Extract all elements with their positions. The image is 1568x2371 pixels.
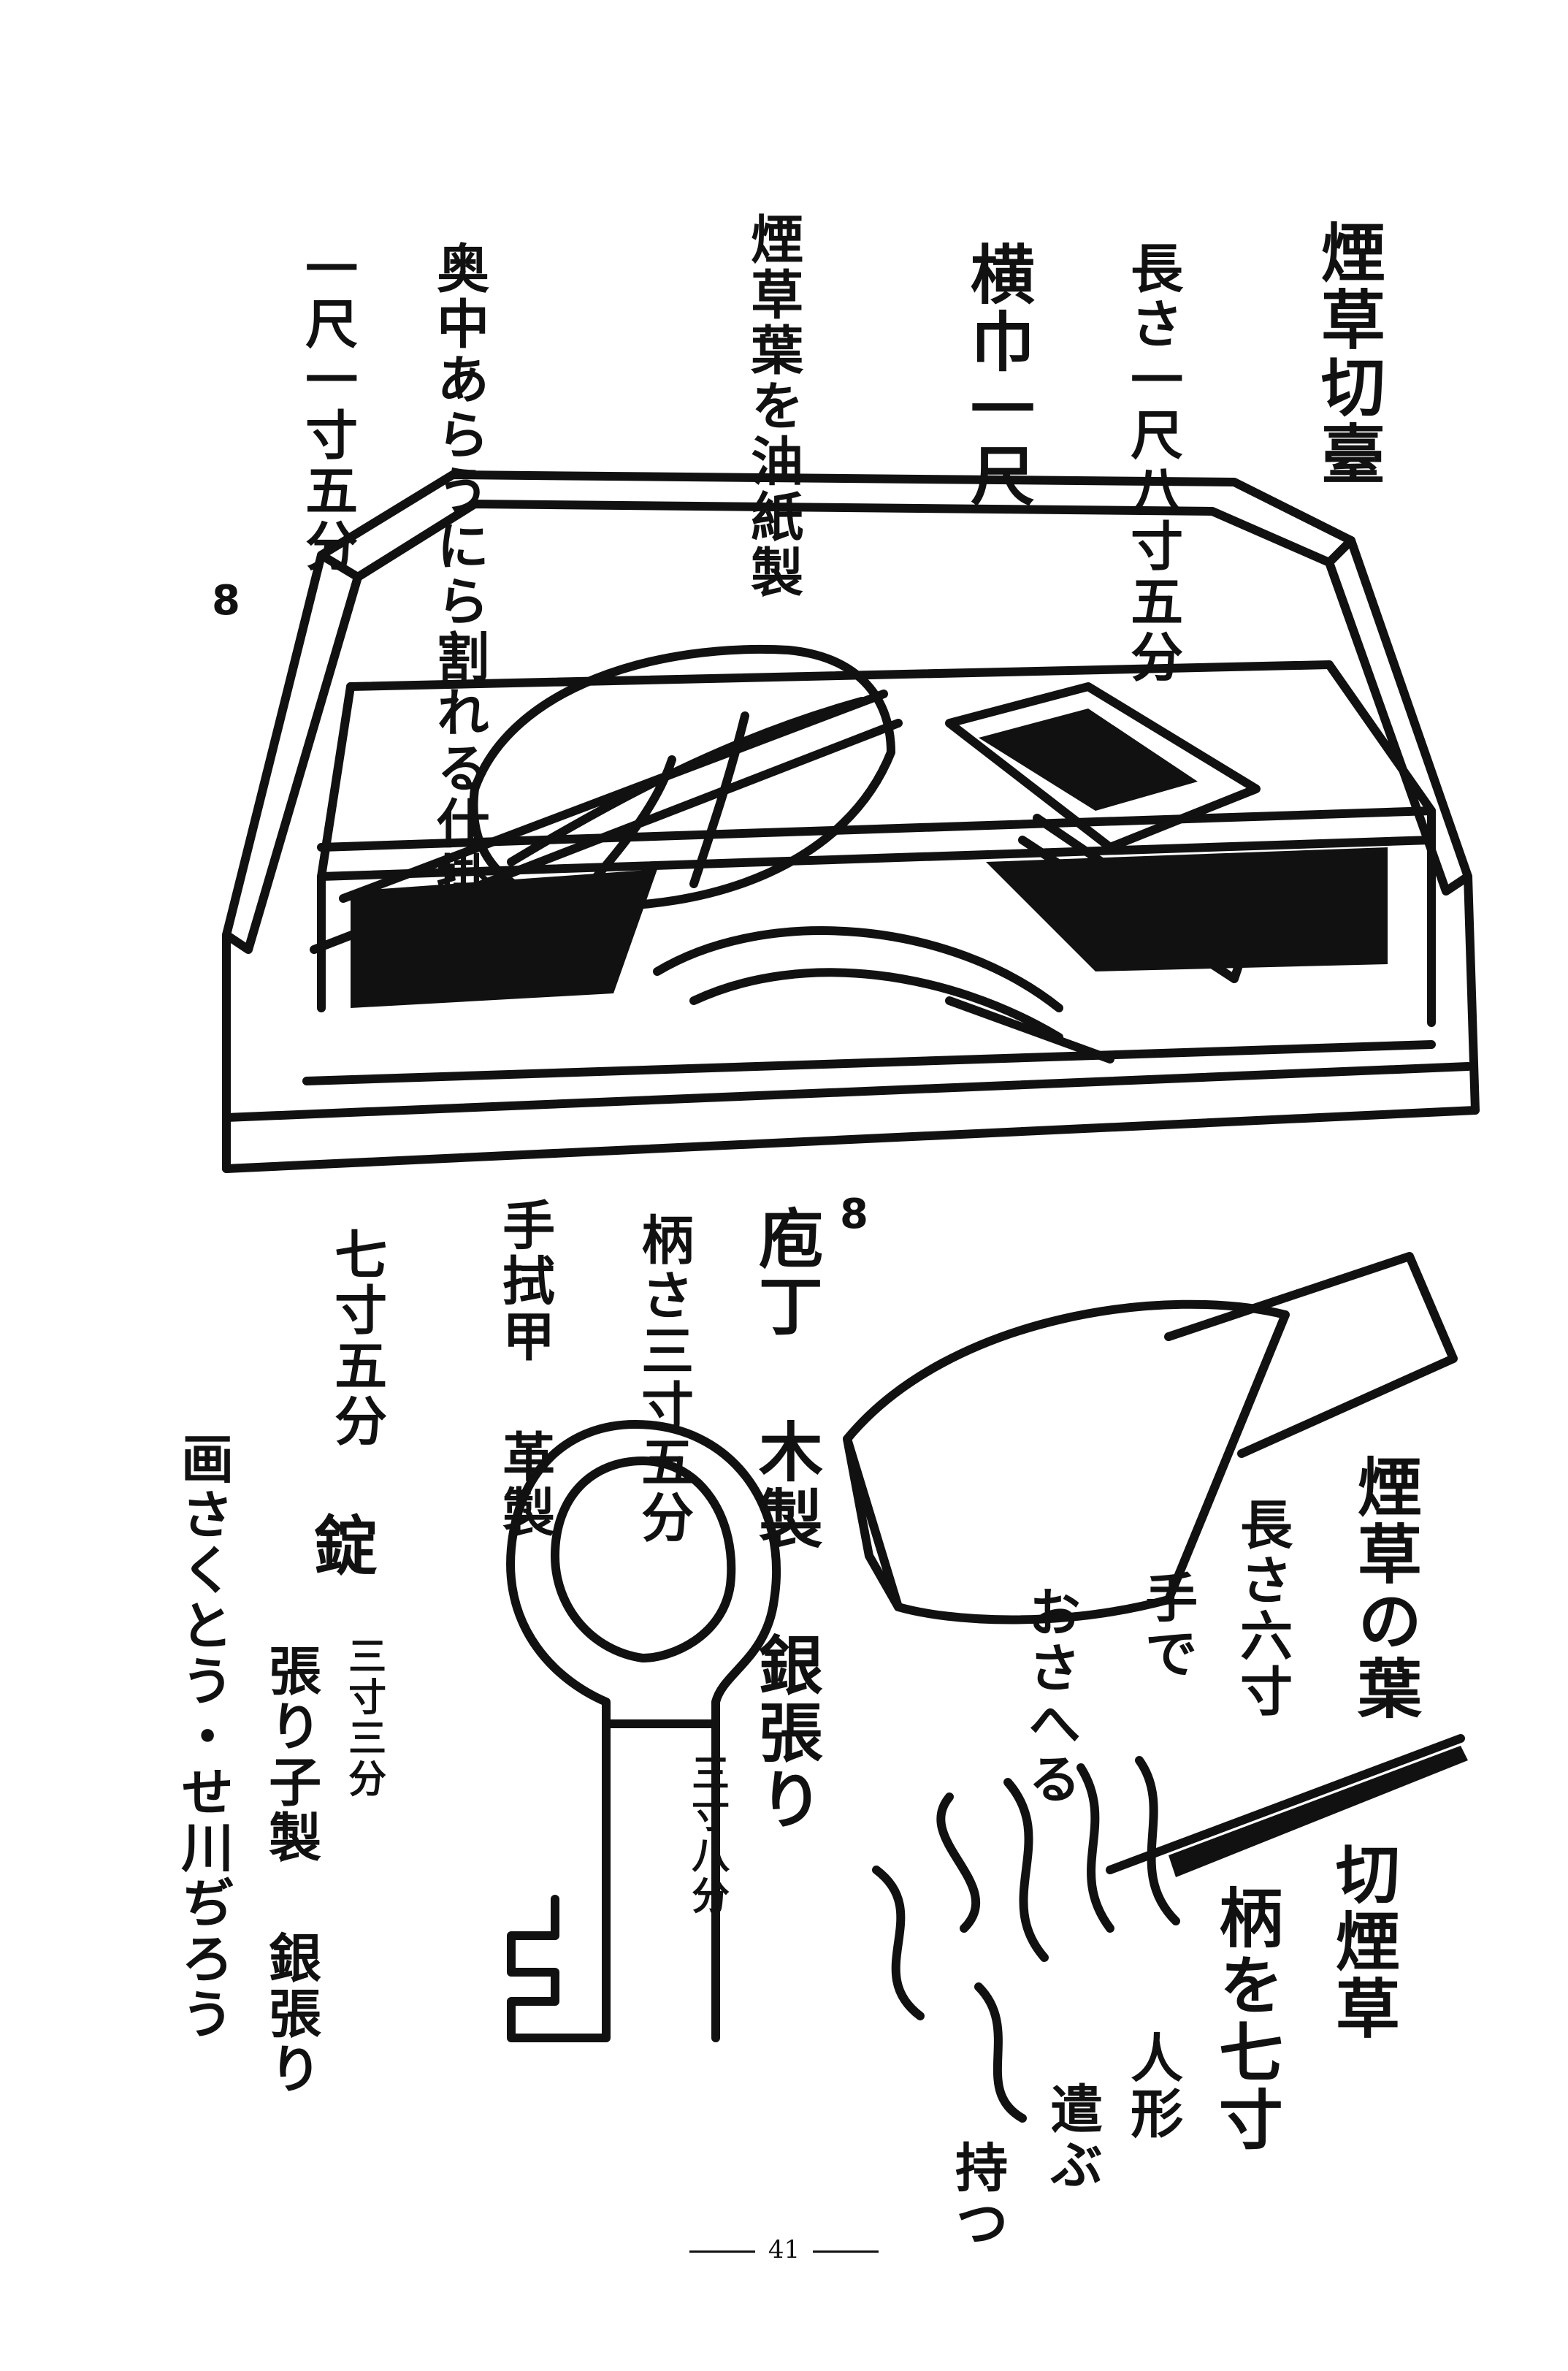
leaf-hand-note: 手で — [1136, 1570, 1198, 1681]
pipe-dark — [1169, 1746, 1468, 1877]
shredded-handle-note: 柄を七寸 — [1208, 1885, 1285, 2153]
tray-broom — [653, 926, 1114, 1064]
tray-right-panel — [1325, 660, 1436, 1027]
key-ring-inner — [551, 1456, 736, 1662]
leaf-title: 煙草の葉 — [1347, 1454, 1423, 1722]
shredded-note-use: 遣ぶ — [1041, 2082, 1104, 2193]
tray-title: 煙草切臺 — [1310, 219, 1387, 488]
leaf-drawing-cut — [843, 1435, 903, 1611]
knife-name: 庖丁 木製 銀張り — [748, 1205, 825, 1833]
sheath-note: 手拭甲 革製 — [493, 1198, 556, 1540]
knife-mark: 8 — [840, 1191, 868, 1238]
shredded-title: 切煙草 — [1325, 1841, 1401, 2042]
key-size: 三寸三分 — [341, 1636, 386, 1800]
leaf-drawing — [843, 1299, 1290, 1624]
tray-length-note: 長さ一尺八寸五分 — [1121, 241, 1184, 685]
tray-shadow-2 — [986, 847, 1388, 971]
tray-left-post — [222, 551, 362, 954]
knife-handle-note: 柄さ三寸五分 — [632, 1213, 695, 1546]
page-number-value: 41 — [768, 2235, 800, 2264]
shredded-tobacco — [872, 1756, 1180, 2123]
tray-leaf-vein-3 — [689, 711, 749, 888]
key-shaft — [507, 1719, 720, 2042]
shredded-pipe — [1106, 1734, 1465, 1874]
tray-cutter-blade — [945, 682, 1261, 852]
tray-stick-1 — [339, 690, 888, 903]
tray-base-front — [222, 1062, 1472, 1122]
shredded-note-doll: 人形 — [1121, 2031, 1184, 2142]
key-name: 錠 — [302, 1512, 379, 1579]
cutter-dark-band — [979, 709, 1198, 811]
leaf-press-note: おさへる — [1019, 1585, 1082, 1807]
tray-board-top — [346, 660, 1334, 691]
tray-inner-floor — [302, 1040, 1436, 1085]
page-number: 41 — [0, 2235, 1568, 2264]
leaf-length-note: 長さ六寸 — [1231, 1497, 1293, 1719]
tray-inner-note: 奥中あらうにら割れる仕掛 — [427, 241, 490, 907]
tray-shadow — [351, 869, 657, 1008]
page-number-rule-left — [689, 2250, 755, 2253]
knife-blade-length: 三寸八分 — [684, 1753, 730, 1917]
sheath-length-note: 七寸五分 — [325, 1227, 388, 1449]
tray-width-note: 横巾一尺 — [960, 241, 1036, 510]
tray-right-post — [1325, 536, 1472, 896]
key-material: 張り子製 銀張り — [259, 1643, 322, 2097]
tray-right-leg — [1464, 872, 1480, 1115]
shredded-note-hold: 持つ — [946, 2140, 1009, 2251]
tray-back-rim — [317, 470, 1355, 560]
leaf-drawing-stem — [1164, 1252, 1458, 1458]
tray-mark: 8 — [212, 577, 240, 625]
tray-height-note: 一尺一寸五分 — [296, 241, 359, 574]
tray-left-panel — [317, 682, 355, 1012]
tray-base-bottom — [222, 1106, 1480, 1173]
page-number-rule-right — [813, 2250, 879, 2253]
tray-back-inner — [353, 500, 1334, 581]
tray-board-note: 煙草葉を油紙製 — [741, 212, 804, 600]
author-credit: 画さくとう・せ川ぢろう — [172, 1432, 234, 2042]
